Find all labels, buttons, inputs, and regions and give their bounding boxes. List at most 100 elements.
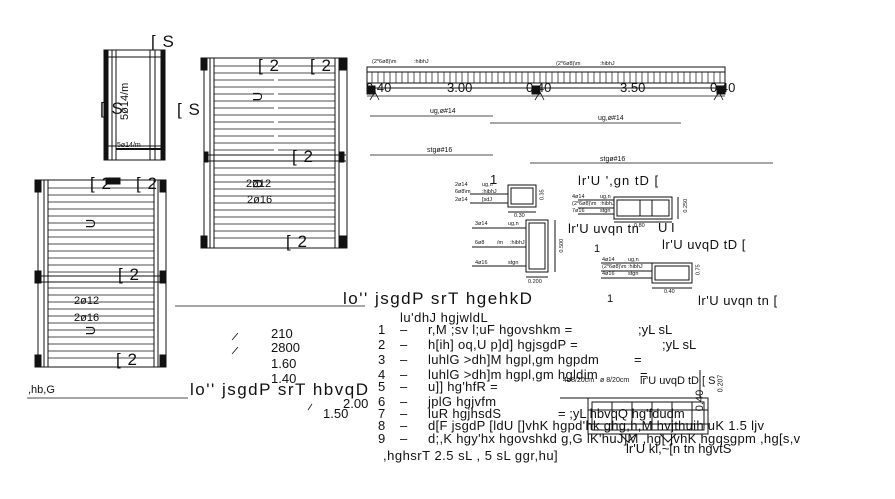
slab-label-s-mid: [ S [177,100,201,119]
note-text: jplG hgjvfm [428,394,497,409]
note-tail: ;yL sL [662,337,697,352]
slab-strip-top [103,49,166,161]
note-tail: = [634,352,642,367]
section-e-title: lr'U uvqD tD [ S [640,375,716,387]
sec-e-height: 0.207 [717,374,725,393]
sec-c-width: 0.80 [634,223,645,229]
slab-label-u-d: U [83,325,99,336]
note-text: luR hgjhsdS [428,406,502,421]
slab-panel-right [200,57,348,249]
note-dash: – [400,337,408,352]
beam-top-note-left: (2*6ø8)\m [372,59,397,65]
beam-top-note-right2: :hibhJ [600,61,615,67]
bar-label-2phi12-b: 2ø12 [74,295,100,307]
note-number: 2 [378,337,386,352]
slab-label-u-c: U [83,218,99,229]
note-dash: – [400,379,408,394]
note-text: d;,K hgy'hx hgovshkd g,G lK'huJ]M ,hg[ ]… [428,431,801,446]
sec-a-height: 0.35 [539,189,546,201]
slab-label-2-g: [ 2 [118,265,140,284]
note-number: 5 [378,379,386,394]
note-number: 1 [378,322,386,337]
notes-heading: lu'dhJ hgjwldL [400,310,489,325]
slab-label-2-h: [ 2 [116,350,138,369]
bar-label-2phi16-b: 2ø16 [74,312,100,324]
sec-d-note-2: (2*6ø8)\m [602,264,627,270]
beam-bar-1: ug,ø#14 [430,108,456,115]
bar-label-2phi16-a: 2ø16 [247,194,273,206]
beam-top-note-right: (2*6ø8)\m [556,61,581,67]
note-tail: = ;yL hbvqQ hg'fdudm [558,406,685,421]
beam-dim-3: 3.50 [620,80,646,95]
note-text: luhlG >dh]M hgpl,gm hgpdm [428,352,600,367]
sec-b-height: 0.500 [559,238,566,253]
slab-label-2-e: [ 2 [90,174,112,193]
sec-d-note-2b: :hibhJ [628,264,643,270]
note-text: u]] hg'hfR = [428,379,499,394]
table-left-label: ,hb,G [28,384,55,396]
note-dash: – [400,394,408,409]
note-number: 9 [378,431,386,446]
table-title-main: lo'' jsgdP srT hgehkD [343,289,534,308]
section-b-title: lr'U uvqn tn [568,221,640,236]
sec-d-width: 0.40 [664,289,675,295]
sec-c-note-1b: ug,n [600,194,611,200]
sec-d-note-3: 4ø16 [602,271,615,277]
slab-panel-left-bars [48,187,154,359]
sec-b-note-2b: /m [497,240,504,246]
section-e-dim: 0.40 [694,389,707,412]
beam-dim-lines [367,91,773,164]
beam-bar-3: stgø#16 [427,147,453,154]
note-number: 4 [378,367,386,382]
notes-last-line: ,hghsrT 2.5 sL , 5 sL ggr,hu] [383,448,559,463]
beam-dim-0: 0.40 [366,80,392,95]
note-dash: – [400,406,408,421]
sec-a-width: 0.30 [514,213,525,219]
sec-b-width: 0.200 [528,279,542,285]
note-dash: – [400,322,408,337]
section-d-title: lr'U uvqn tn [ [698,293,778,308]
note-number: 8 [378,418,386,433]
sec-a-note-1b: ug,n [482,182,493,188]
note-number: 3 [378,352,386,367]
sec-b-note-1: 3ø14 [475,221,488,227]
sec-a-note-2b: :hibhJ [482,189,497,195]
sec-d-note-3b: stgn [628,271,639,277]
table-title-two: lo'' jsgdP srT hbvqD [190,380,370,399]
slab-label-2-f: [ 2 [136,174,158,193]
sec-b-note-3: 4ø16 [475,260,488,266]
slab-label-2-d: [ 2 [286,232,308,251]
beam-stirrups [371,72,721,83]
sec-a-note-1: 2ø14 [455,182,468,188]
note-number: 7 [378,406,386,421]
bar-label-5phi14m: 5ø14/m [117,142,141,149]
sec-c-note-2b: :hibhJ [600,201,615,207]
sec-d-height: 0.75 [695,264,702,276]
sec-e-note2: ø 8/20cm [600,377,630,384]
sec-a-note-3: 2ø14 [455,197,468,203]
sec-c-note-3: 7ø16 [572,208,585,214]
note-text: r,M ;sv l;uF hgovshkm = [428,322,573,337]
bar-label-2phi12-a: 2ø12 [246,178,272,190]
slab-panel-right-bars [214,65,335,239]
sec-a-note-2: 6ø8\m [455,189,471,195]
sec-c-note-3b: stgn [600,208,611,214]
note-text: h[ih] oq,U p]d] hgjsgdP = [428,337,578,352]
sec-a-note-3b: [sdJ [482,197,493,203]
section-a [470,184,537,213]
slab-label-s-left: [ S [100,99,124,118]
slab-label-s-top: [ S [151,32,175,51]
slab-label-2-c: [ 2 [292,147,314,166]
slab-label-2-a: [ 2 [258,56,280,75]
section-c [578,196,679,223]
note-dash: – [400,431,408,446]
table-value-1: 2800 [271,340,300,355]
sec-c-height: 0.250 [683,198,690,213]
sec-e-note: 4ø8/20cm [563,377,595,384]
sec-d-note-1: 4ø14 [602,257,615,263]
section-a-index: 1 [490,172,498,187]
sec-b-note-2c: :hibhJ [510,240,525,246]
note-tail: ;yL sL [638,322,673,337]
beam-dim-2: 0.40 [526,80,552,95]
